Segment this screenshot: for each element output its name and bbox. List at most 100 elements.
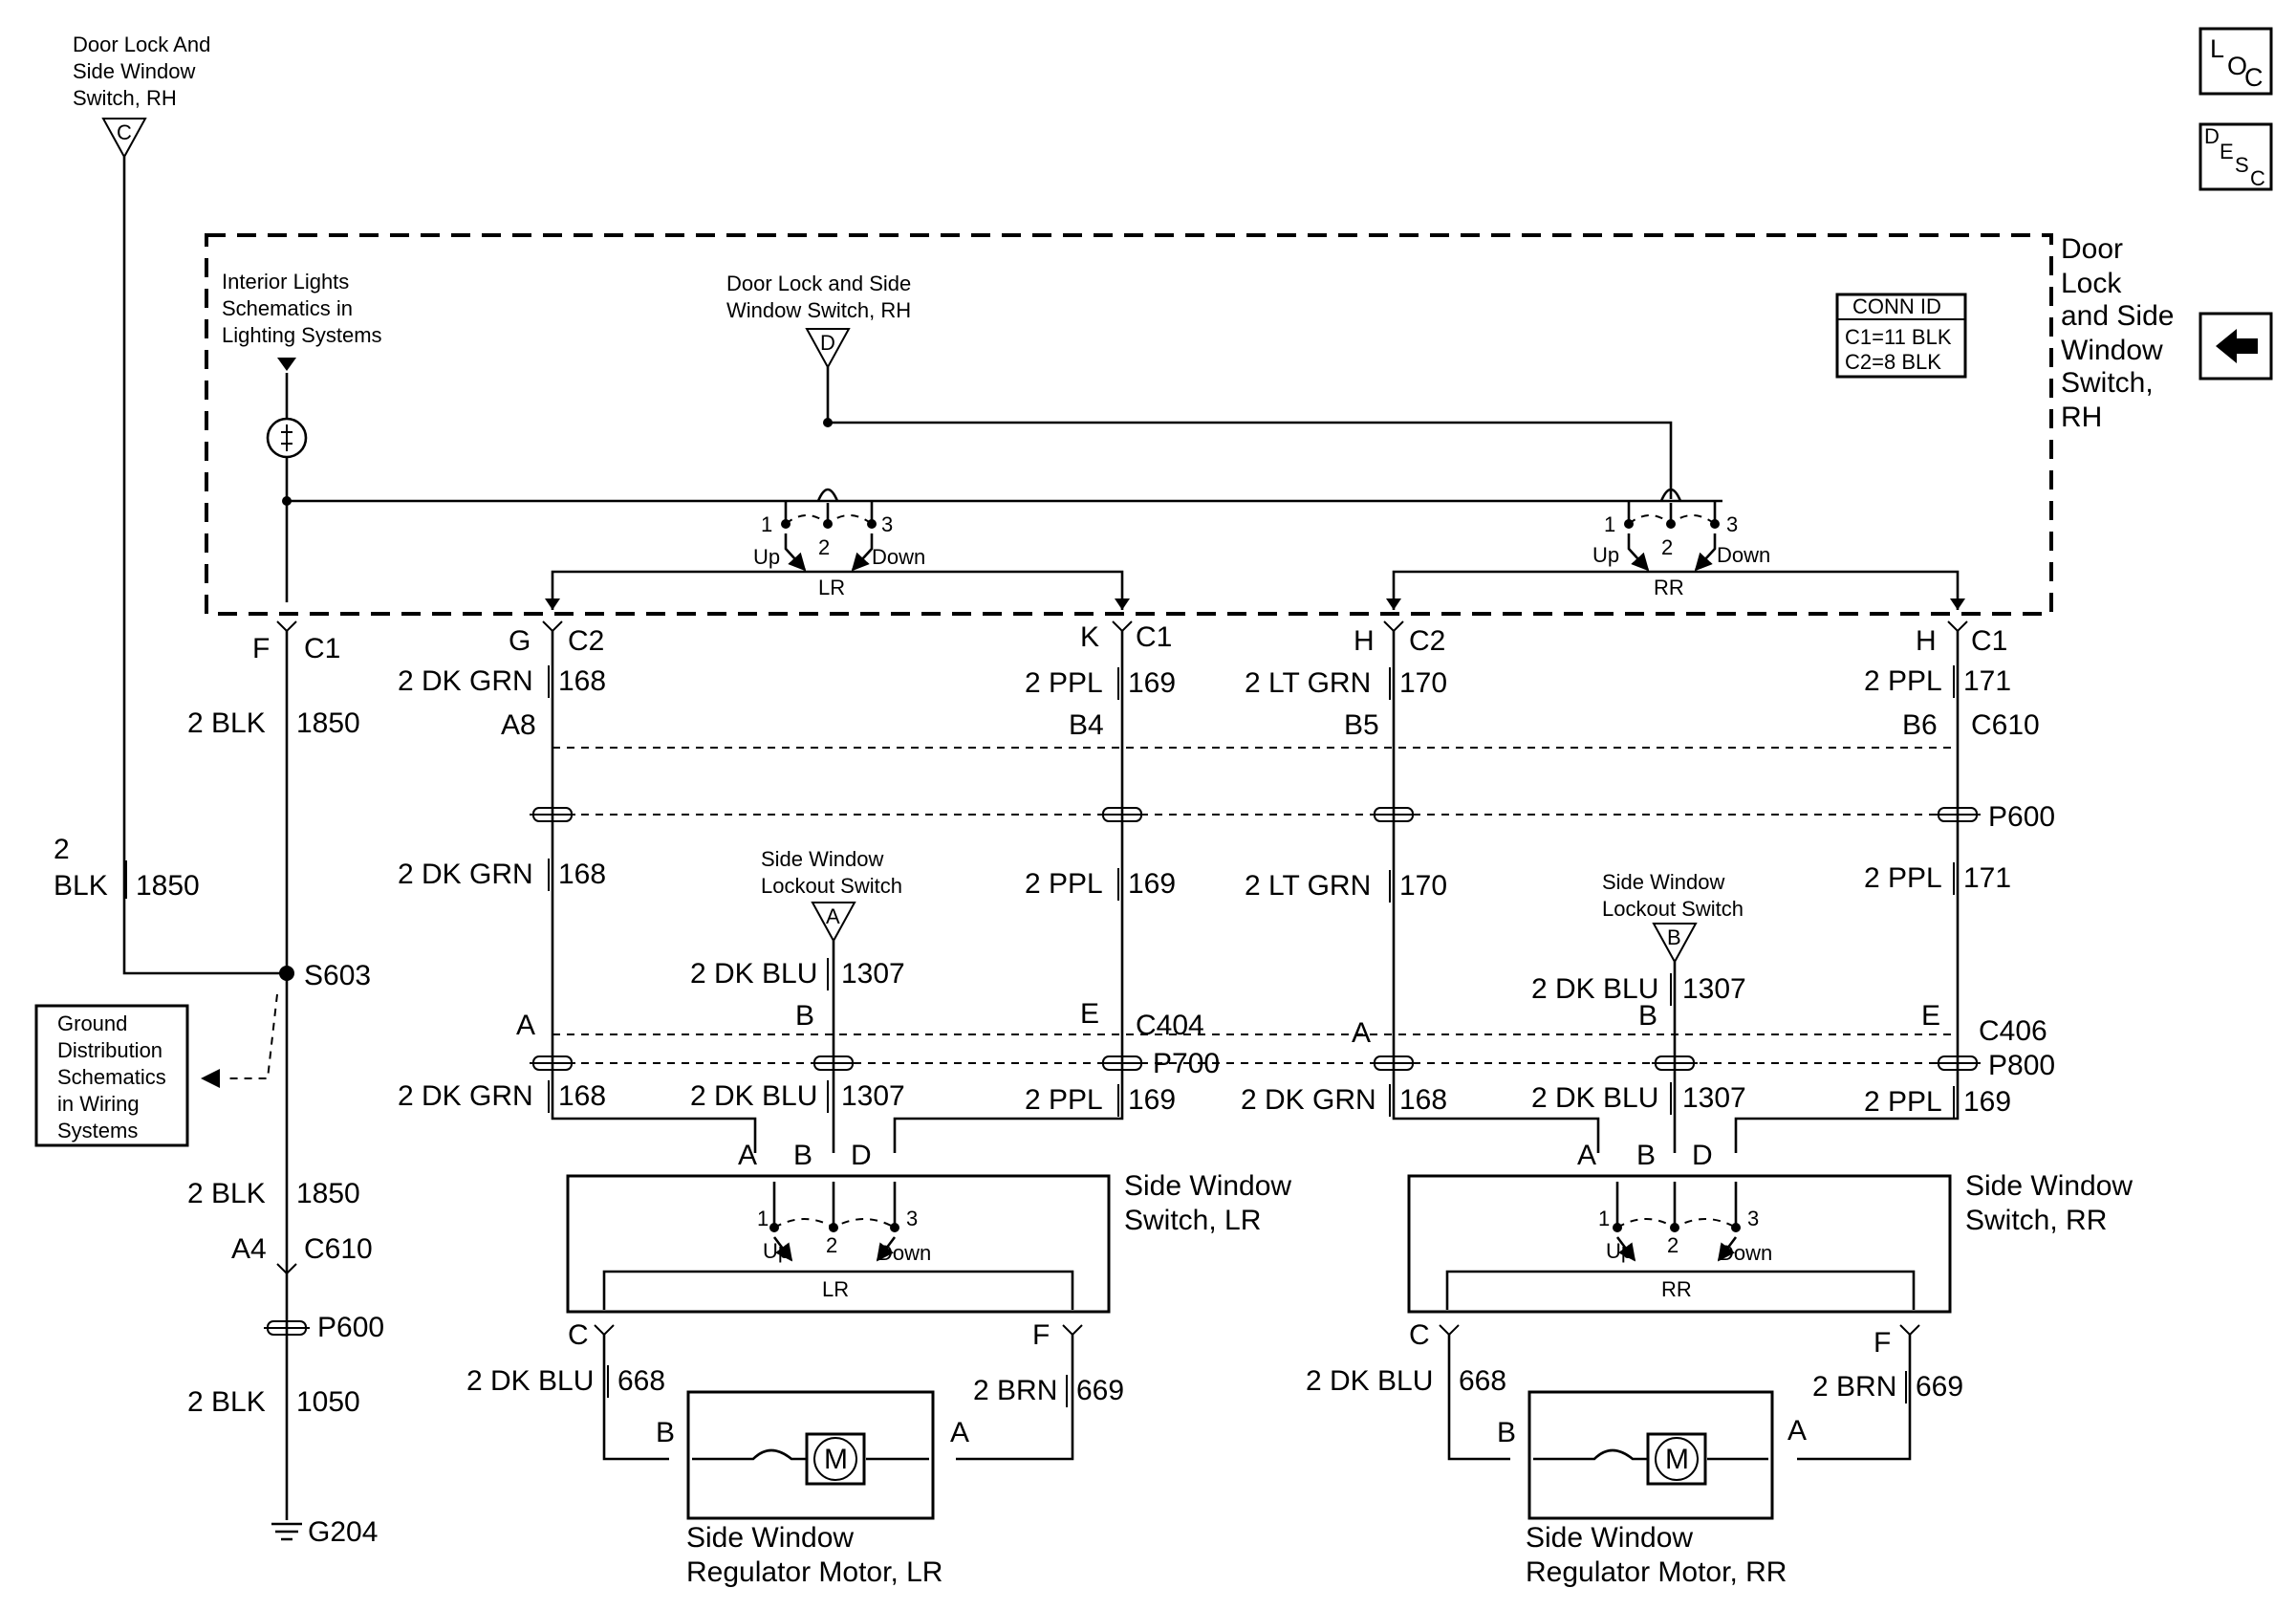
svg-text:E: E [2220,140,2234,163]
svg-text:Window: Window [2061,335,2163,366]
svg-text:A: A [1577,1140,1596,1171]
svg-text:C2: C2 [1409,625,1445,657]
svg-text:B: B [1638,1000,1657,1032]
loc-button[interactable]: L O C [2199,27,2273,96]
svg-text:Schematics in: Schematics in [222,296,353,320]
door-lock-reference-d[interactable]: Door Lock and Side Window Switch, RH D [726,272,911,370]
svg-text:Schematics: Schematics [57,1065,166,1089]
svg-text:170: 170 [1399,667,1447,699]
svg-text:170: 170 [1399,870,1447,902]
back-button[interactable] [2199,312,2273,381]
svg-text:C2=8 BLK: C2=8 BLK [1845,350,1941,374]
svg-text:2 LT GRN: 2 LT GRN [1245,667,1371,699]
svg-text:B: B [795,1000,814,1032]
svg-text:B: B [793,1140,812,1171]
svg-text:B5: B5 [1344,709,1379,741]
svg-text:D: D [2204,124,2220,148]
svg-text:Lockout Switch: Lockout Switch [761,874,902,898]
svg-text:Window Switch, RH: Window Switch, RH [726,298,911,322]
svg-text:1307: 1307 [1682,1082,1746,1114]
svg-text:Down: Down [1717,543,1770,567]
svg-text:Door Lock and Side: Door Lock and Side [726,272,911,295]
rr-window-switch-rh-control: 1 2 3 Up Down RR [1386,488,1965,610]
svg-text:P600: P600 [317,1312,384,1343]
svg-text:F: F [1032,1319,1050,1351]
svg-text:in Wiring: in Wiring [57,1092,140,1116]
svg-text:2: 2 [1667,1233,1679,1257]
svg-text:Systems: Systems [57,1119,138,1142]
svg-text:1050: 1050 [296,1386,360,1418]
svg-text:2 DK BLU: 2 DK BLU [1306,1365,1433,1397]
svg-text:2 PPL: 2 PPL [1864,1086,1942,1118]
component-title: Door Lock and Side Window Switch, RH [2061,233,2174,433]
ground-path: F C1 2 BLK 1850 S603 2 BLK 1850 A4 C610 … [187,620,384,1548]
svg-text:1850: 1850 [136,870,200,902]
svg-text:Side Window: Side Window [1526,1522,1693,1554]
svg-text:A: A [950,1417,969,1448]
svg-text:P800: P800 [1988,1050,2055,1081]
motor-icon [813,1437,857,1481]
svg-text:S: S [2235,153,2249,177]
svg-text:2 DK BLU: 2 DK BLU [1531,973,1658,1005]
svg-text:C: C [568,1319,589,1351]
svg-text:C: C [1409,1319,1430,1351]
svg-text:3: 3 [881,512,893,536]
svg-text:2 PPL: 2 PPL [1864,665,1942,697]
svg-text:3: 3 [1747,1207,1759,1230]
svg-text:E: E [1921,1000,1940,1032]
svg-text:Down: Down [872,545,925,569]
svg-text:B6: B6 [1902,709,1938,741]
svg-text:Switch,: Switch, [2061,367,2154,399]
ground-icon [271,1522,302,1541]
svg-text:2 PPL: 2 PPL [1025,1084,1103,1116]
svg-text:2 PPL: 2 PPL [1864,862,1942,894]
svg-text:Side Window: Side Window [686,1522,854,1554]
rr-circuits: B Side Window Lockout Switch H C2 H C1 2… [1241,620,2055,1171]
desc-button[interactable]: D E S C [2199,122,2273,191]
svg-text:Lighting Systems: Lighting Systems [222,323,382,347]
svg-text:A: A [826,904,840,928]
svg-text:Up: Up [1606,1239,1633,1263]
svg-text:LR: LR [822,1277,849,1301]
svg-text:2 DK BLU: 2 DK BLU [466,1365,594,1397]
svg-text:168: 168 [1399,1084,1447,1116]
svg-text:A: A [516,1010,535,1041]
lr-regulator-motor: M Side Window Regulator Motor, LR [686,1390,942,1588]
svg-text:668: 668 [1459,1365,1506,1397]
svg-text:Lock: Lock [2061,268,2122,299]
svg-text:2 PPL: 2 PPL [1025,667,1103,699]
svg-text:D: D [851,1140,872,1171]
svg-text:C406: C406 [1979,1015,2047,1047]
conn-id-box: CONN ID C1=11 BLK C2=8 BLK [1835,293,1967,379]
lr-window-switch-rh-control: 1 2 3 Up Down LR [545,488,1130,610]
svg-text:Switch, RH: Switch, RH [73,86,177,110]
svg-text:A: A [1787,1415,1807,1447]
svg-text:171: 171 [1963,665,2011,697]
svg-text:Door: Door [2061,233,2123,265]
svg-text:168: 168 [558,1080,606,1112]
svg-text:2 BLK: 2 BLK [187,1178,266,1209]
svg-text:D: D [1692,1140,1713,1171]
svg-text:669: 669 [1076,1375,1124,1406]
interior-lights-reference[interactable]: Interior Lights Schematics in Lighting S… [222,270,382,371]
svg-text:G204: G204 [308,1516,378,1548]
svg-text:F: F [1874,1327,1891,1359]
svg-text:2 DK GRN: 2 DK GRN [398,859,533,890]
svg-text:171: 171 [1963,862,2011,894]
svg-text:Interior Lights: Interior Lights [222,270,349,294]
svg-text:Side Window: Side Window [1602,870,1725,894]
svg-text:Regulator Motor, LR: Regulator Motor, LR [686,1556,942,1588]
svg-text:Distribution: Distribution [57,1038,162,1062]
rh-switch-reference[interactable]: Door Lock And Side Window Switch, RH C [73,33,210,160]
svg-text:C1: C1 [304,633,340,664]
svg-text:RH: RH [2061,402,2102,433]
ground-distribution-reference[interactable]: Ground Distribution Schematics in Wiring… [34,1004,189,1147]
svg-text:C1=11 BLK: C1=11 BLK [1845,325,1952,349]
svg-text:B: B [656,1417,675,1448]
svg-text:2 BLK: 2 BLK [187,707,266,739]
svg-text:C1: C1 [1971,625,2007,657]
svg-text:169: 169 [1128,667,1176,699]
svg-text:Side Window: Side Window [73,59,196,83]
rr-side-window-switch: Side Window Switch, RR 1 2 3 Up Down RR [1407,1170,2133,1314]
svg-text:Regulator Motor, RR: Regulator Motor, RR [1526,1556,1787,1588]
